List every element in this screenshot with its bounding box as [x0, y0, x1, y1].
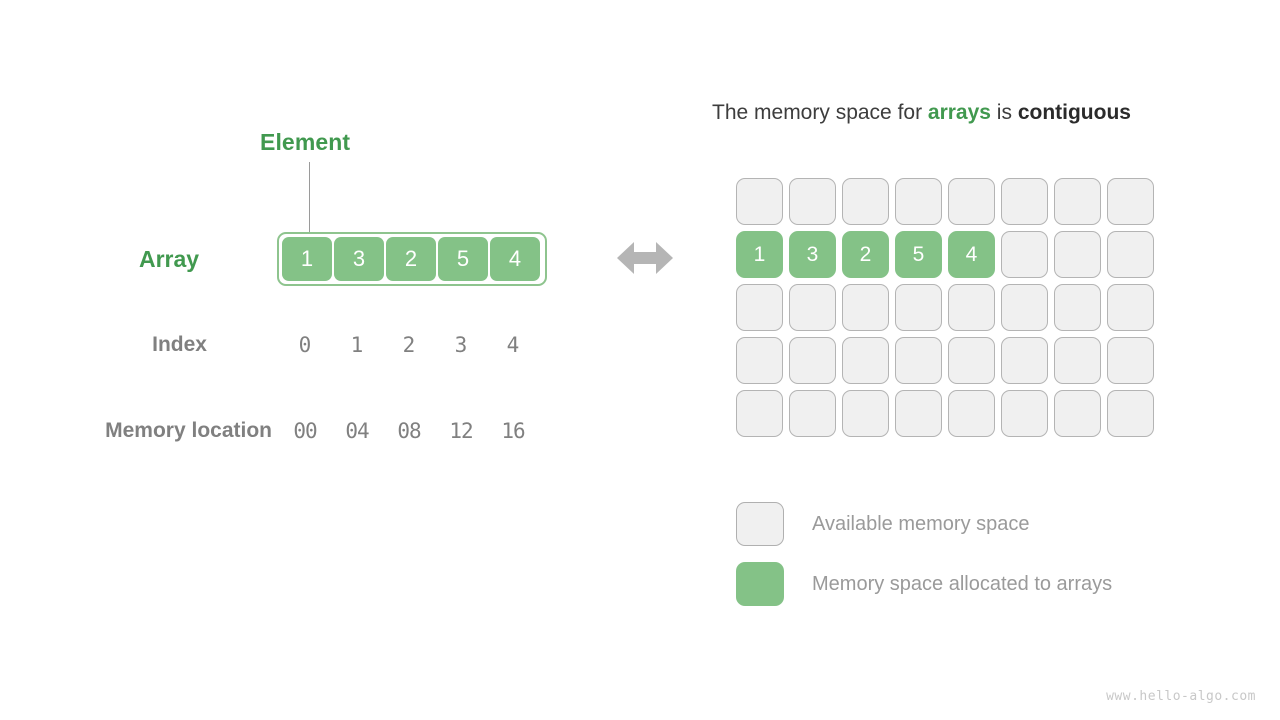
memory-cell-allocated: 3 [789, 231, 836, 278]
array-cell: 2 [386, 237, 436, 281]
memory-cell [736, 390, 783, 437]
memory-cell [736, 284, 783, 331]
array-cell: 4 [490, 237, 540, 281]
index-value: 3 [454, 333, 468, 357]
memory-cell [948, 284, 995, 331]
memory-cell [842, 390, 889, 437]
memory-cell [1001, 178, 1048, 225]
memory-cell [1054, 231, 1101, 278]
memory-cell [736, 178, 783, 225]
headline-bold-contiguous: contiguous [1017, 101, 1131, 124]
memory-cell [1107, 231, 1154, 278]
memory-location-value: 08 [397, 419, 421, 443]
memory-cell [1054, 284, 1101, 331]
memory-location-values-row: 00 04 08 12 16 [277, 419, 547, 443]
memory-location-value: 04 [345, 419, 369, 443]
memory-cell [895, 284, 942, 331]
memory-cell [895, 337, 942, 384]
memory-cell [895, 390, 942, 437]
memory-cell [1054, 337, 1101, 384]
memory-cell [1107, 284, 1154, 331]
array-container: 1 3 2 5 4 [277, 232, 547, 286]
memory-cell [736, 337, 783, 384]
index-value: 2 [402, 333, 416, 357]
memory-cell [895, 178, 942, 225]
memory-cell [789, 390, 836, 437]
memory-cell [1054, 390, 1101, 437]
memory-cell-allocated: 4 [948, 231, 995, 278]
memory-cell-allocated: 2 [842, 231, 889, 278]
headline-part-1: The memory space for [712, 101, 928, 124]
memory-cell [842, 178, 889, 225]
memory-location-value: 00 [293, 419, 317, 443]
memory-cell [948, 390, 995, 437]
double-headed-arrow-icon [617, 242, 673, 274]
memory-location-value: 12 [449, 419, 473, 443]
memory-cell [1054, 178, 1101, 225]
headline-part-2: is [990, 101, 1018, 124]
memory-cell [789, 284, 836, 331]
memory-cell [842, 284, 889, 331]
legend-label: Available memory space [812, 512, 1030, 535]
memory-cell [1107, 178, 1154, 225]
legend-swatch-allocated-icon [736, 562, 784, 606]
watermark: www.hello-algo.com [1106, 689, 1256, 704]
index-value: 4 [506, 333, 520, 357]
memory-cell [1107, 390, 1154, 437]
memory-cell [1107, 337, 1154, 384]
array-cell: 5 [438, 237, 488, 281]
memory-cell-allocated: 5 [895, 231, 942, 278]
index-value: 1 [350, 333, 364, 357]
index-values-row: 0 1 2 3 4 [277, 333, 547, 357]
headline-highlight-arrays: arrays [927, 101, 991, 124]
memory-location-row-label: Memory location [105, 419, 272, 442]
memory-cell [789, 178, 836, 225]
index-row-label: Index [152, 333, 207, 356]
legend-swatch-available-icon [736, 502, 784, 546]
memory-cell [948, 178, 995, 225]
array-cell: 3 [334, 237, 384, 281]
memory-cell [1001, 284, 1048, 331]
array-cell: 1 [282, 237, 332, 281]
memory-cell [1001, 231, 1048, 278]
element-connector-line [309, 162, 310, 234]
element-annotation-label: Element [260, 129, 351, 155]
legend-item-allocated: Memory space allocated to arrays [736, 554, 1112, 614]
memory-cell [842, 337, 889, 384]
array-row-label: Array [139, 246, 200, 272]
legend-item-available: Available memory space [736, 494, 1112, 554]
memory-cell [1001, 337, 1048, 384]
page-title: The memory space for arrays is contiguou… [712, 101, 1131, 125]
memory-grid: 1 3 2 5 4 [736, 178, 1154, 437]
legend-label: Memory space allocated to arrays [812, 572, 1113, 595]
memory-cell [948, 337, 995, 384]
memory-location-value: 16 [501, 419, 525, 443]
legend: Available memory space Memory space allo… [736, 494, 1112, 614]
index-value: 0 [298, 333, 312, 357]
memory-cell [1001, 390, 1048, 437]
memory-cell-allocated: 1 [736, 231, 783, 278]
memory-cell [789, 337, 836, 384]
